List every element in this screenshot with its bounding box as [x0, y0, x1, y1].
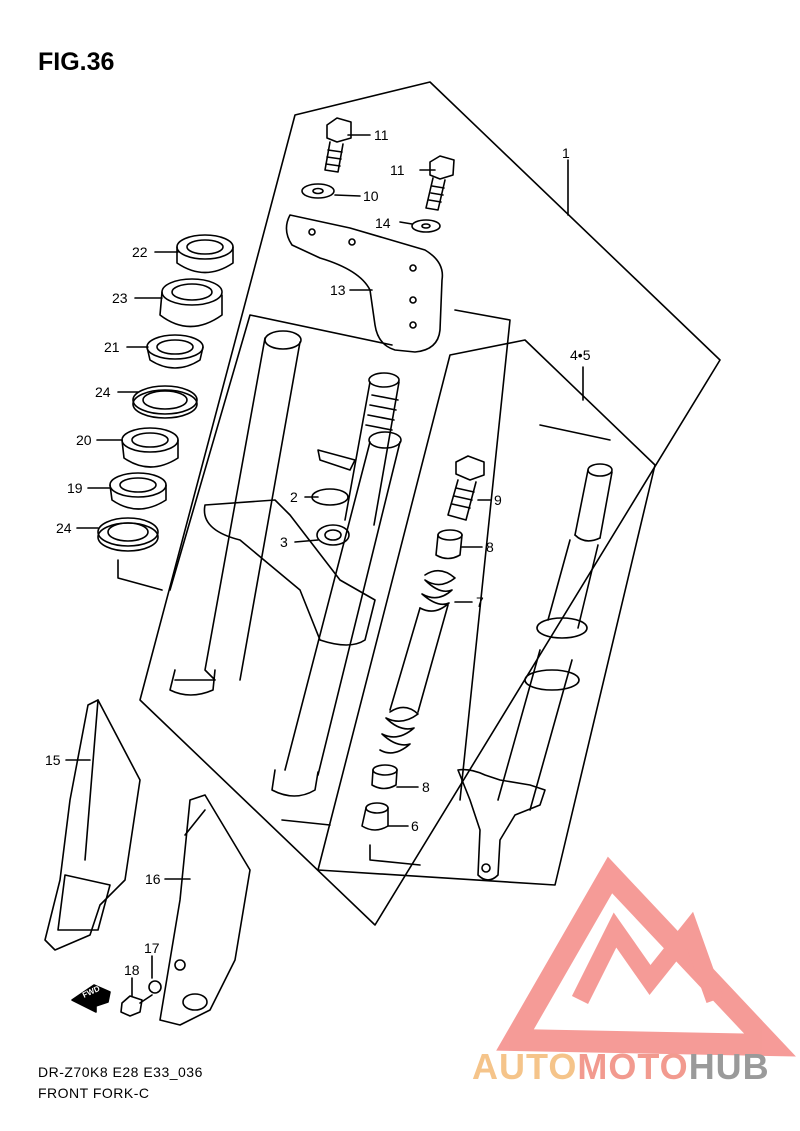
callout-labels: 11 10 11 14 13 1 4•5 22 23 21 24 20 19 2… — [45, 127, 591, 1000]
callout-18: 18 — [124, 962, 140, 978]
watermark-logo-icon — [496, 856, 796, 1057]
figure-code: DR-Z70K8 E28 E33_036 — [38, 1064, 203, 1080]
fork-tube-bracket — [169, 314, 393, 591]
left-fork-tube — [169, 330, 302, 696]
callout-8-lower: 8 — [422, 779, 430, 795]
bearing-race-21 — [146, 334, 204, 369]
watermark-part-1: AUTO — [472, 1046, 578, 1087]
callout-21: 21 — [104, 339, 120, 355]
damper-bracket — [454, 309, 511, 801]
callout-2: 2 — [290, 489, 298, 505]
callout-20: 20 — [76, 432, 92, 448]
right-fork-tube — [271, 431, 402, 797]
assembly-outline-1 — [139, 81, 721, 926]
watermark-part-3: HUB — [688, 1046, 770, 1087]
collar-8-lower — [371, 764, 398, 790]
callout-14: 14 — [375, 215, 391, 231]
callout-10: 10 — [363, 188, 379, 204]
fork-guard-15 — [44, 699, 141, 951]
watermark-part-2: MOTO — [577, 1046, 689, 1087]
steering-stem — [344, 372, 400, 526]
callout-9: 9 — [494, 492, 502, 508]
watermark-brand: AUTOMOTOHUB — [472, 1046, 770, 1088]
fwd-arrow-icon — [71, 984, 111, 1013]
callout-1: 1 — [562, 145, 570, 161]
figure-title: FIG.36 — [38, 48, 115, 76]
fork-spring-7 — [379, 569, 456, 754]
bearing-race-19 — [109, 472, 167, 510]
callout-11: 11 — [390, 162, 405, 178]
callout-23: 23 — [112, 290, 128, 306]
callout-17: 17 — [144, 940, 160, 956]
damper-assembly-4-5 — [457, 463, 613, 881]
bearing-race-20 — [121, 427, 179, 468]
figure-caption: FRONT FORK-C — [38, 1085, 150, 1101]
callout-6: 6 — [411, 818, 419, 834]
callout-4-5: 4•5 — [570, 347, 591, 363]
bearing-24-upper — [132, 385, 198, 419]
bolt-11 — [425, 155, 455, 211]
damper-bolt-9 — [447, 455, 485, 521]
fork-guard-16 — [159, 794, 251, 1026]
handlebar-holder-plate — [285, 214, 444, 353]
callout-3: 3 — [280, 534, 288, 550]
collar-8-upper — [435, 529, 463, 560]
washer-10 — [301, 183, 335, 199]
callout-8-upper: 8 — [486, 539, 494, 555]
callout-19: 19 — [67, 480, 83, 496]
bolt-18 — [120, 994, 153, 1017]
steering-nut-22 — [176, 234, 234, 274]
callout-22: 22 — [132, 244, 148, 260]
washer-17 — [148, 980, 162, 994]
callout-12: 11 — [374, 127, 389, 143]
assembly-outline-4-5 — [317, 339, 656, 886]
dust-seal-23 — [159, 278, 223, 328]
callout-15: 15 — [45, 752, 61, 768]
bearing-24-lower — [97, 517, 159, 552]
callout-7: 7 — [476, 594, 484, 610]
cap-6 — [361, 802, 389, 831]
lower-bracket — [203, 449, 376, 646]
washer-14 — [411, 219, 441, 233]
callout-16: 16 — [145, 871, 161, 887]
bolt-12 — [324, 117, 352, 173]
callout-24-lower: 24 — [56, 520, 72, 536]
callout-24-upper: 24 — [95, 384, 111, 400]
callout-13: 13 — [330, 282, 346, 298]
